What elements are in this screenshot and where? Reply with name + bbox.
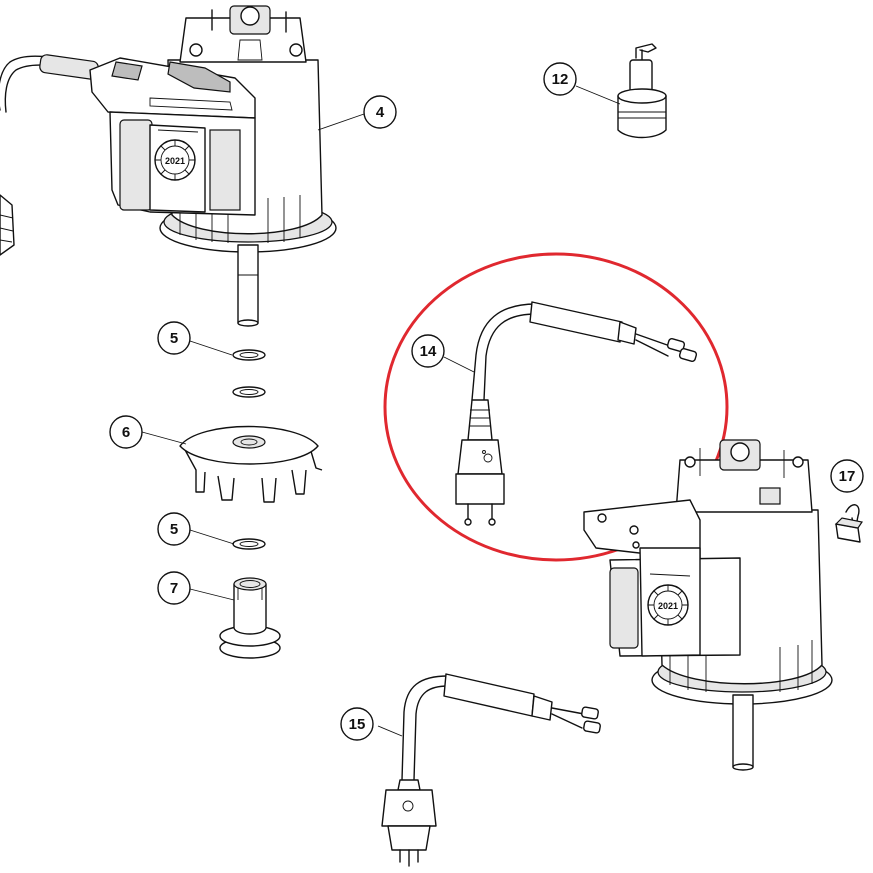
- callout-17-label: 17: [839, 468, 856, 485]
- part-12-component: [617, 43, 667, 139]
- callout-15-label: 15: [349, 716, 366, 733]
- part-7-seal-bushing: [219, 577, 281, 659]
- callout-14-label: 14: [420, 343, 437, 360]
- callout-6-label: 6: [122, 424, 130, 441]
- motor-badge-text-1: 2021: [165, 156, 185, 166]
- callout-4: 4: [363, 95, 397, 129]
- callout-12-label: 12: [552, 71, 569, 88]
- callout-15: 15: [340, 707, 374, 741]
- callout-14: 14: [411, 334, 445, 368]
- part-6-impeller: [179, 425, 323, 503]
- callout-7: 7: [157, 571, 191, 605]
- callout-6: 6: [109, 415, 143, 449]
- callout-4-label: 4: [376, 104, 385, 121]
- leader-lines: [141, 85, 621, 737]
- highlight-circle: [383, 252, 729, 562]
- motor-assembly-right: 2021: [583, 439, 833, 771]
- callout-5-upper-label: 5: [170, 330, 178, 347]
- part-17-carbon-brush: [834, 504, 863, 543]
- callout-17: 17: [830, 459, 864, 493]
- callout-12: 12: [543, 62, 577, 96]
- part-5-washers-upper: [232, 349, 266, 398]
- callout-7-label: 7: [170, 580, 178, 597]
- callout-5-upper: 5: [157, 321, 191, 355]
- part-15-power-cable-us: [381, 673, 601, 867]
- part-14-power-cable: [455, 301, 698, 526]
- callout-5-lower-label: 5: [170, 521, 178, 538]
- motor-badge-text-2: 2021: [658, 601, 678, 611]
- part-5-washer-lower: [232, 538, 266, 550]
- part-4-motor-with-switch: 2021: [0, 5, 337, 327]
- callout-5-lower: 5: [157, 512, 191, 546]
